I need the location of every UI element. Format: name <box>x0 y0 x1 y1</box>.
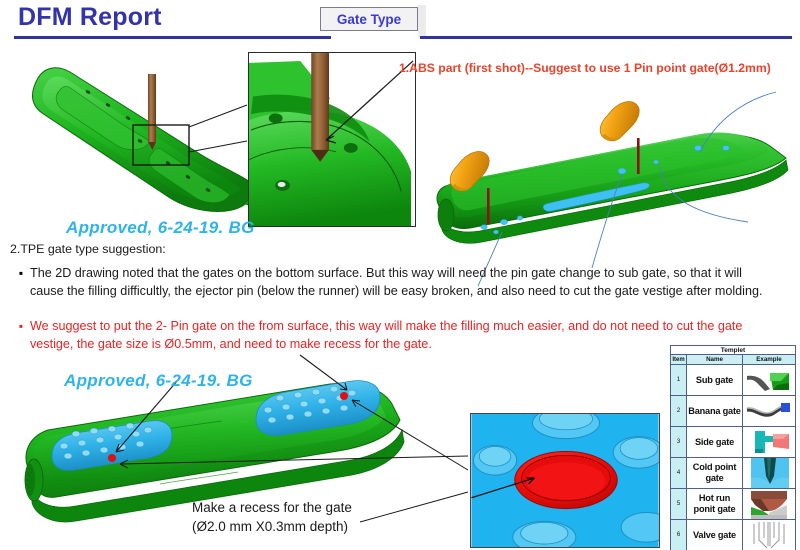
tab-shadow <box>418 5 426 37</box>
row-gate-name: Banana gate <box>686 395 743 427</box>
row-item-number: 4 <box>670 457 687 489</box>
valve-gate-thumb <box>743 520 795 550</box>
bullet-text: We suggest to put the 2- Pin gate on the… <box>30 319 743 351</box>
row-example-thumb <box>742 364 796 396</box>
section-heading-tpe: 2.TPE gate type suggestion: <box>10 242 166 256</box>
tpe-part-3d-view <box>436 91 789 287</box>
table-row[interactable]: 1 Sub gate <box>670 364 796 396</box>
gate-recess-detail-inset <box>470 413 660 548</box>
row-item-number: 5 <box>670 488 687 520</box>
row-gate-name: Hot run ponit gate <box>686 488 743 520</box>
approval-stamp-top: Approved, 6-24-19. BG <box>66 218 255 237</box>
side-gate-thumb <box>743 427 795 457</box>
bullet-item-1: ▪ The 2D drawing noted that the gates on… <box>12 265 772 300</box>
cold-point-gate-thumb <box>743 458 795 488</box>
row-gate-name: Cold point gate <box>686 457 743 489</box>
row-example-thumb <box>742 395 796 427</box>
abs-part-annotation: 1.ABS part (first shot)--Suggest to use … <box>399 61 771 75</box>
table-row[interactable]: 6 Valve gate <box>670 519 796 550</box>
bullet-marker: ▪ <box>18 319 24 333</box>
row-item-number: 1 <box>670 364 687 396</box>
row-gate-name: Side gate <box>686 426 743 458</box>
table-row[interactable]: 5 Hot run ponit gate <box>670 488 796 520</box>
pin-gate-detail-inset <box>248 52 416 227</box>
row-item-number: 3 <box>670 426 687 458</box>
templet-header-row: Item Name Example <box>670 354 796 365</box>
hot-runner-gate-thumb <box>743 489 795 519</box>
row-gate-name: Sub gate <box>686 364 743 396</box>
header-rule-left <box>14 36 331 39</box>
row-example-thumb <box>742 488 796 520</box>
approval-stamp-bottom: Approved, 6-24-19. BG <box>64 371 253 390</box>
bullet-text: The 2D drawing noted that the gates on t… <box>30 266 763 298</box>
banana-gate-thumb <box>743 396 795 426</box>
row-item-number: 6 <box>670 519 687 550</box>
column-header-example: Example <box>742 354 796 365</box>
table-row[interactable]: 4 Cold point gate <box>670 457 796 489</box>
column-header-item: Item <box>670 354 687 365</box>
sub-gate-thumb <box>743 365 795 395</box>
bullet-marker: ▪ <box>18 266 24 280</box>
templet-table: Templet Item Name Example 1 Sub gate <box>670 345 796 550</box>
recess-annotation-line1: Make a recess for the gate <box>192 500 352 515</box>
bullet-item-2: ▪ We suggest to put the 2- Pin gate on t… <box>12 318 772 353</box>
templet-title: Templet <box>670 345 796 355</box>
pin-gate-detail-art <box>249 53 415 226</box>
table-row[interactable]: 2 Banana gate <box>670 395 796 427</box>
row-example-thumb <box>742 457 796 489</box>
row-example-thumb <box>742 519 796 550</box>
page-header: DFM Report Gate Type <box>0 0 800 42</box>
tab-gate-type[interactable]: Gate Type <box>320 7 418 31</box>
abs-part-3d-view <box>32 67 271 214</box>
page-title: DFM Report <box>18 3 162 31</box>
gate-recess-detail-art <box>471 414 659 547</box>
header-rule-right <box>420 36 792 39</box>
row-gate-name: Valve gate <box>686 519 743 550</box>
row-example-thumb <box>742 426 796 458</box>
column-header-name: Name <box>686 354 743 365</box>
table-row[interactable]: 3 Side gate <box>670 426 796 458</box>
recess-annotation-line2: (Ø2.0 mm X0.3mm depth) <box>192 519 349 534</box>
row-item-number: 2 <box>670 395 687 427</box>
templet-title-row: Templet <box>670 345 796 355</box>
